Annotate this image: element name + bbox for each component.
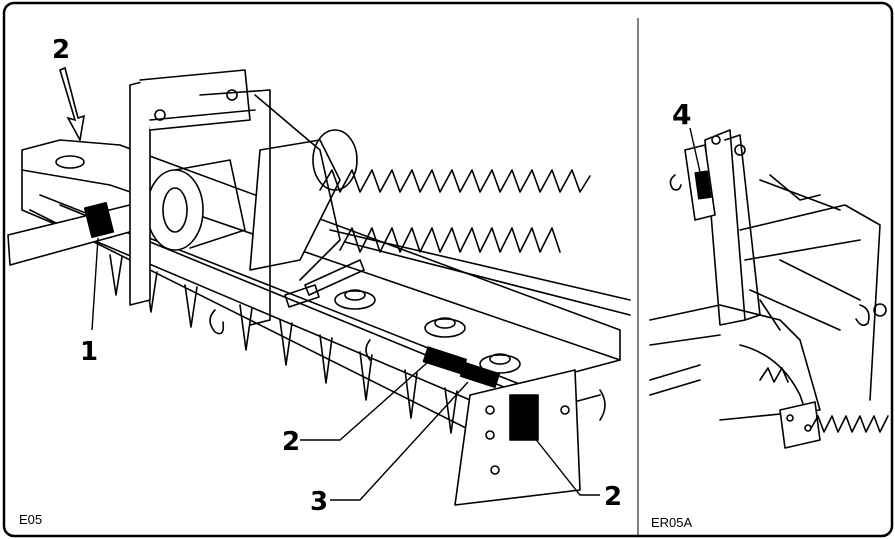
left-callout-1: 1 <box>80 237 99 367</box>
figure-label-left: E05 <box>19 512 43 527</box>
right-callout-4: 4 <box>672 98 701 173</box>
figure-right-drawing <box>649 129 889 449</box>
left-callout-3: 3 <box>310 381 469 517</box>
left-callout-arrow-2: 2 <box>52 35 86 143</box>
left-callout-2-right: 2 <box>529 431 622 512</box>
figure-label-right: ER05A <box>651 515 693 530</box>
callout-label-2-mid: 2 <box>282 427 300 457</box>
callout-label-3: 3 <box>310 487 328 517</box>
figure-left-drawing <box>7 69 631 506</box>
callout-label-2-top: 2 <box>52 35 70 65</box>
callout-label-1: 1 <box>80 337 98 367</box>
left-callout-2-mid: 2 <box>282 361 429 457</box>
callout-label-4: 4 <box>672 98 691 131</box>
callout-label-2-right: 2 <box>604 482 622 512</box>
